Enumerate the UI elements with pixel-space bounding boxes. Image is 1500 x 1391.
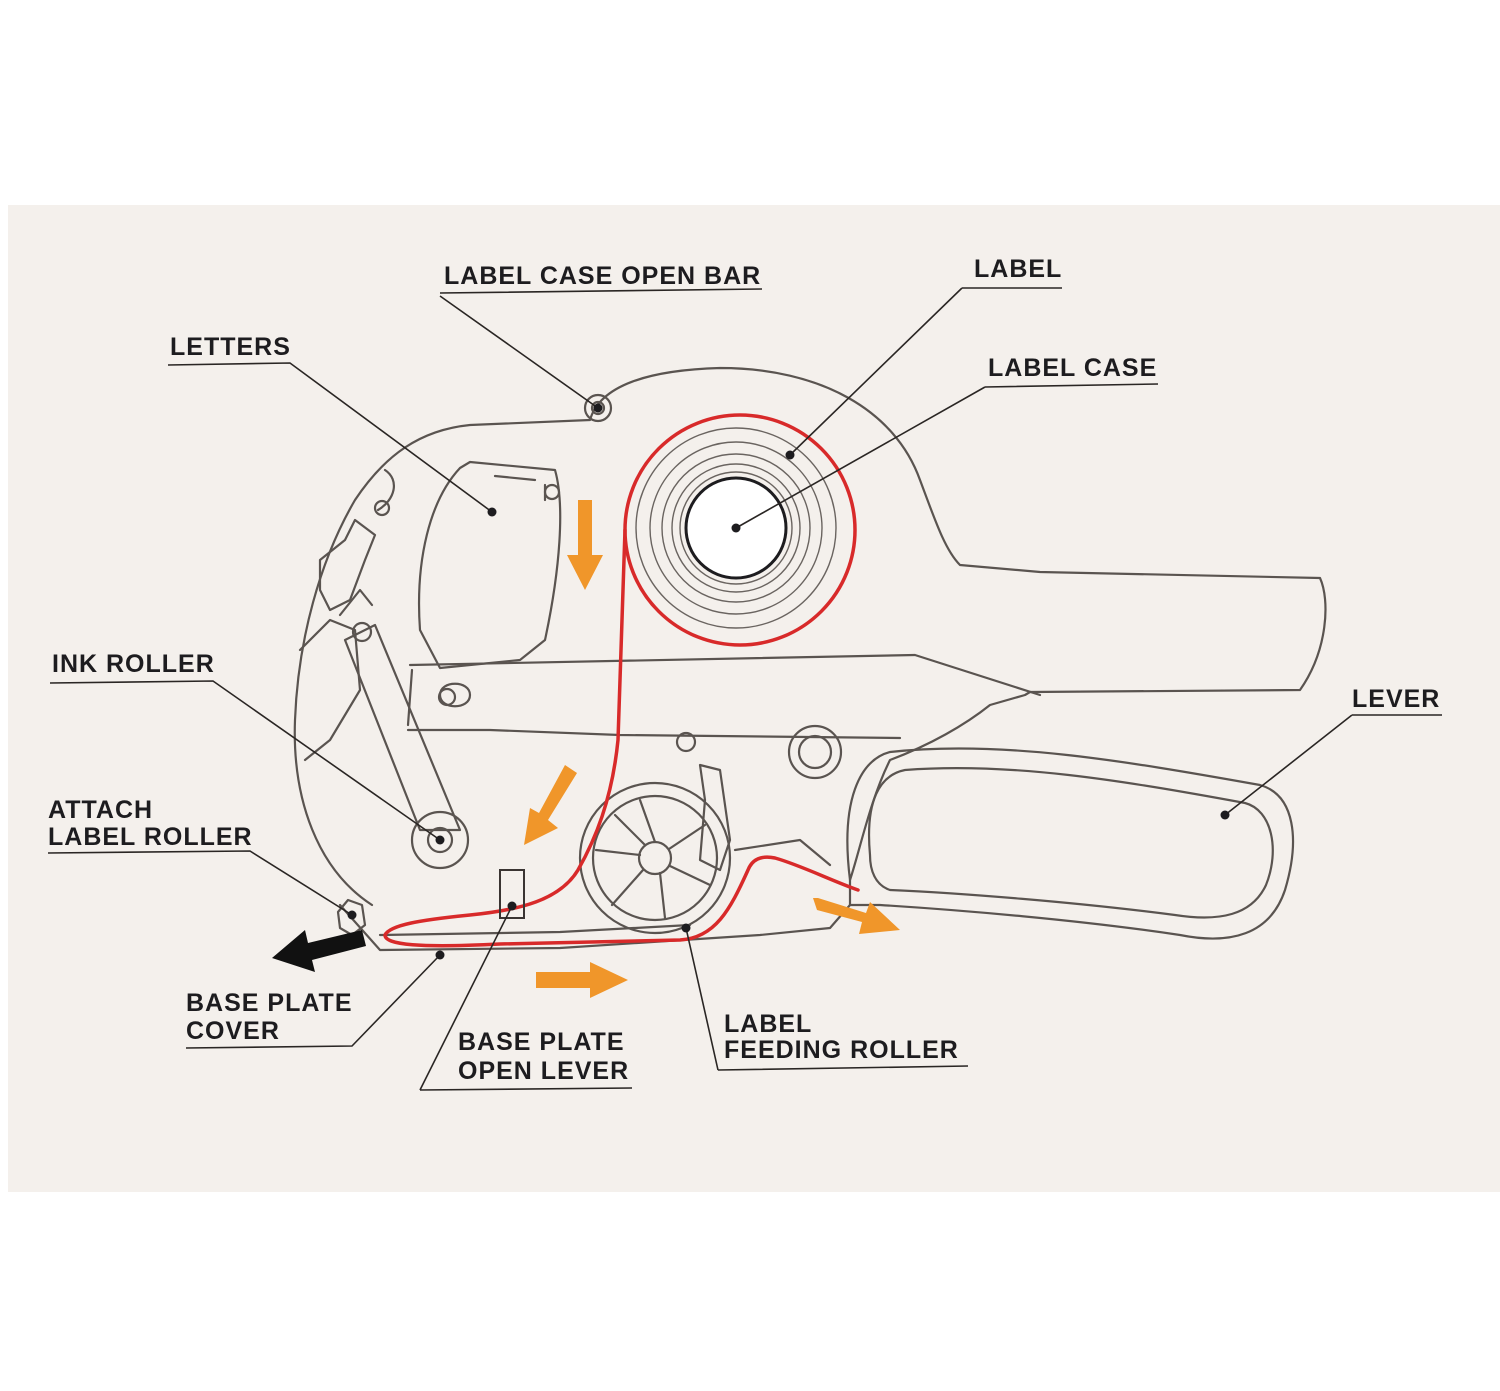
letters-block	[417, 460, 562, 670]
orange-arrow-down-left-icon	[524, 765, 577, 845]
label-strip	[383, 528, 860, 948]
labeler-body	[293, 366, 1327, 952]
label-case-text: LABEL CASE	[988, 354, 1157, 382]
label-text: LABEL	[974, 255, 1062, 283]
feeding-roller-rim	[591, 794, 719, 922]
leader-lever	[1224, 714, 1442, 816]
orange-arrow-right-icon	[536, 962, 628, 998]
leader-base-plate-cover	[185, 954, 441, 1049]
base-plate-inner	[378, 923, 692, 937]
slot-pin	[437, 687, 457, 707]
leader-label-case	[735, 383, 1159, 529]
print-head-inner	[338, 468, 395, 617]
guide-roller	[787, 724, 843, 780]
print-head	[298, 518, 377, 762]
base-plate-open-lever-text-1: BASE PLATE	[458, 1028, 625, 1056]
lever-text: LEVER	[1352, 685, 1440, 713]
label-feeding-roller-text-1: LABEL	[724, 1010, 812, 1038]
label-path	[383, 413, 860, 948]
lever-outline	[846, 747, 1295, 940]
guide-roller-inner	[797, 734, 833, 770]
leader-label	[789, 287, 1062, 456]
base-plate-open-lever-text-2: OPEN LEVER	[458, 1057, 629, 1085]
attach-roller-shape	[336, 898, 367, 937]
case-open-bar-knob-inner	[590, 400, 606, 416]
orange-arrow-down-icon	[567, 500, 603, 590]
orange-arrow-right-down-icon	[813, 898, 900, 934]
base-plate-open-lever-box	[499, 869, 525, 919]
attach-label-roller-text-2: LABEL ROLLER	[48, 823, 253, 851]
case-open-bar-knob	[583, 393, 613, 423]
label-case-open-bar-text: LABEL CASE OPEN BAR	[444, 262, 761, 290]
base-plate-cover-text-1: BASE PLATE	[186, 989, 353, 1017]
frame-bar	[406, 653, 1042, 740]
arm-pivot	[351, 621, 373, 643]
ink-roller-text: INK ROLLER	[52, 650, 215, 678]
orange-arrow-icon	[524, 500, 900, 998]
leader-label-feeding-roller	[685, 927, 969, 1071]
leader-attach-label-roller	[47, 850, 353, 916]
ink-roller-inner	[426, 826, 454, 854]
leader-base-plate-open-lever	[419, 905, 633, 1091]
lever-inner	[868, 766, 1274, 919]
feeding-roller-spokes	[594, 798, 712, 920]
leader-lines	[47, 287, 1442, 1091]
feeding-roller-outer	[578, 781, 732, 935]
leader-dots	[347, 403, 1230, 960]
guide-plate	[698, 763, 832, 872]
small-pin	[675, 731, 697, 753]
ink-roller-arm	[343, 623, 462, 832]
base-plate-cover-text-2: COVER	[186, 1017, 280, 1045]
leader-ink-roller	[49, 680, 441, 841]
attach-label-roller-text-1: ATTACH	[48, 796, 153, 824]
label-feeding-roller-text-2: FEEDING ROLLER	[724, 1036, 959, 1064]
letters-pin	[543, 483, 561, 501]
pivot-pin	[373, 499, 391, 517]
leader-label-case-open-bar	[439, 288, 763, 409]
ink-roller-outer	[410, 810, 470, 870]
black-arrow-icon	[272, 930, 366, 972]
letters-text: LETTERS	[170, 333, 291, 361]
leader-letters	[167, 362, 493, 513]
housing-outline	[293, 366, 1327, 907]
label-roll-rings	[635, 427, 837, 629]
